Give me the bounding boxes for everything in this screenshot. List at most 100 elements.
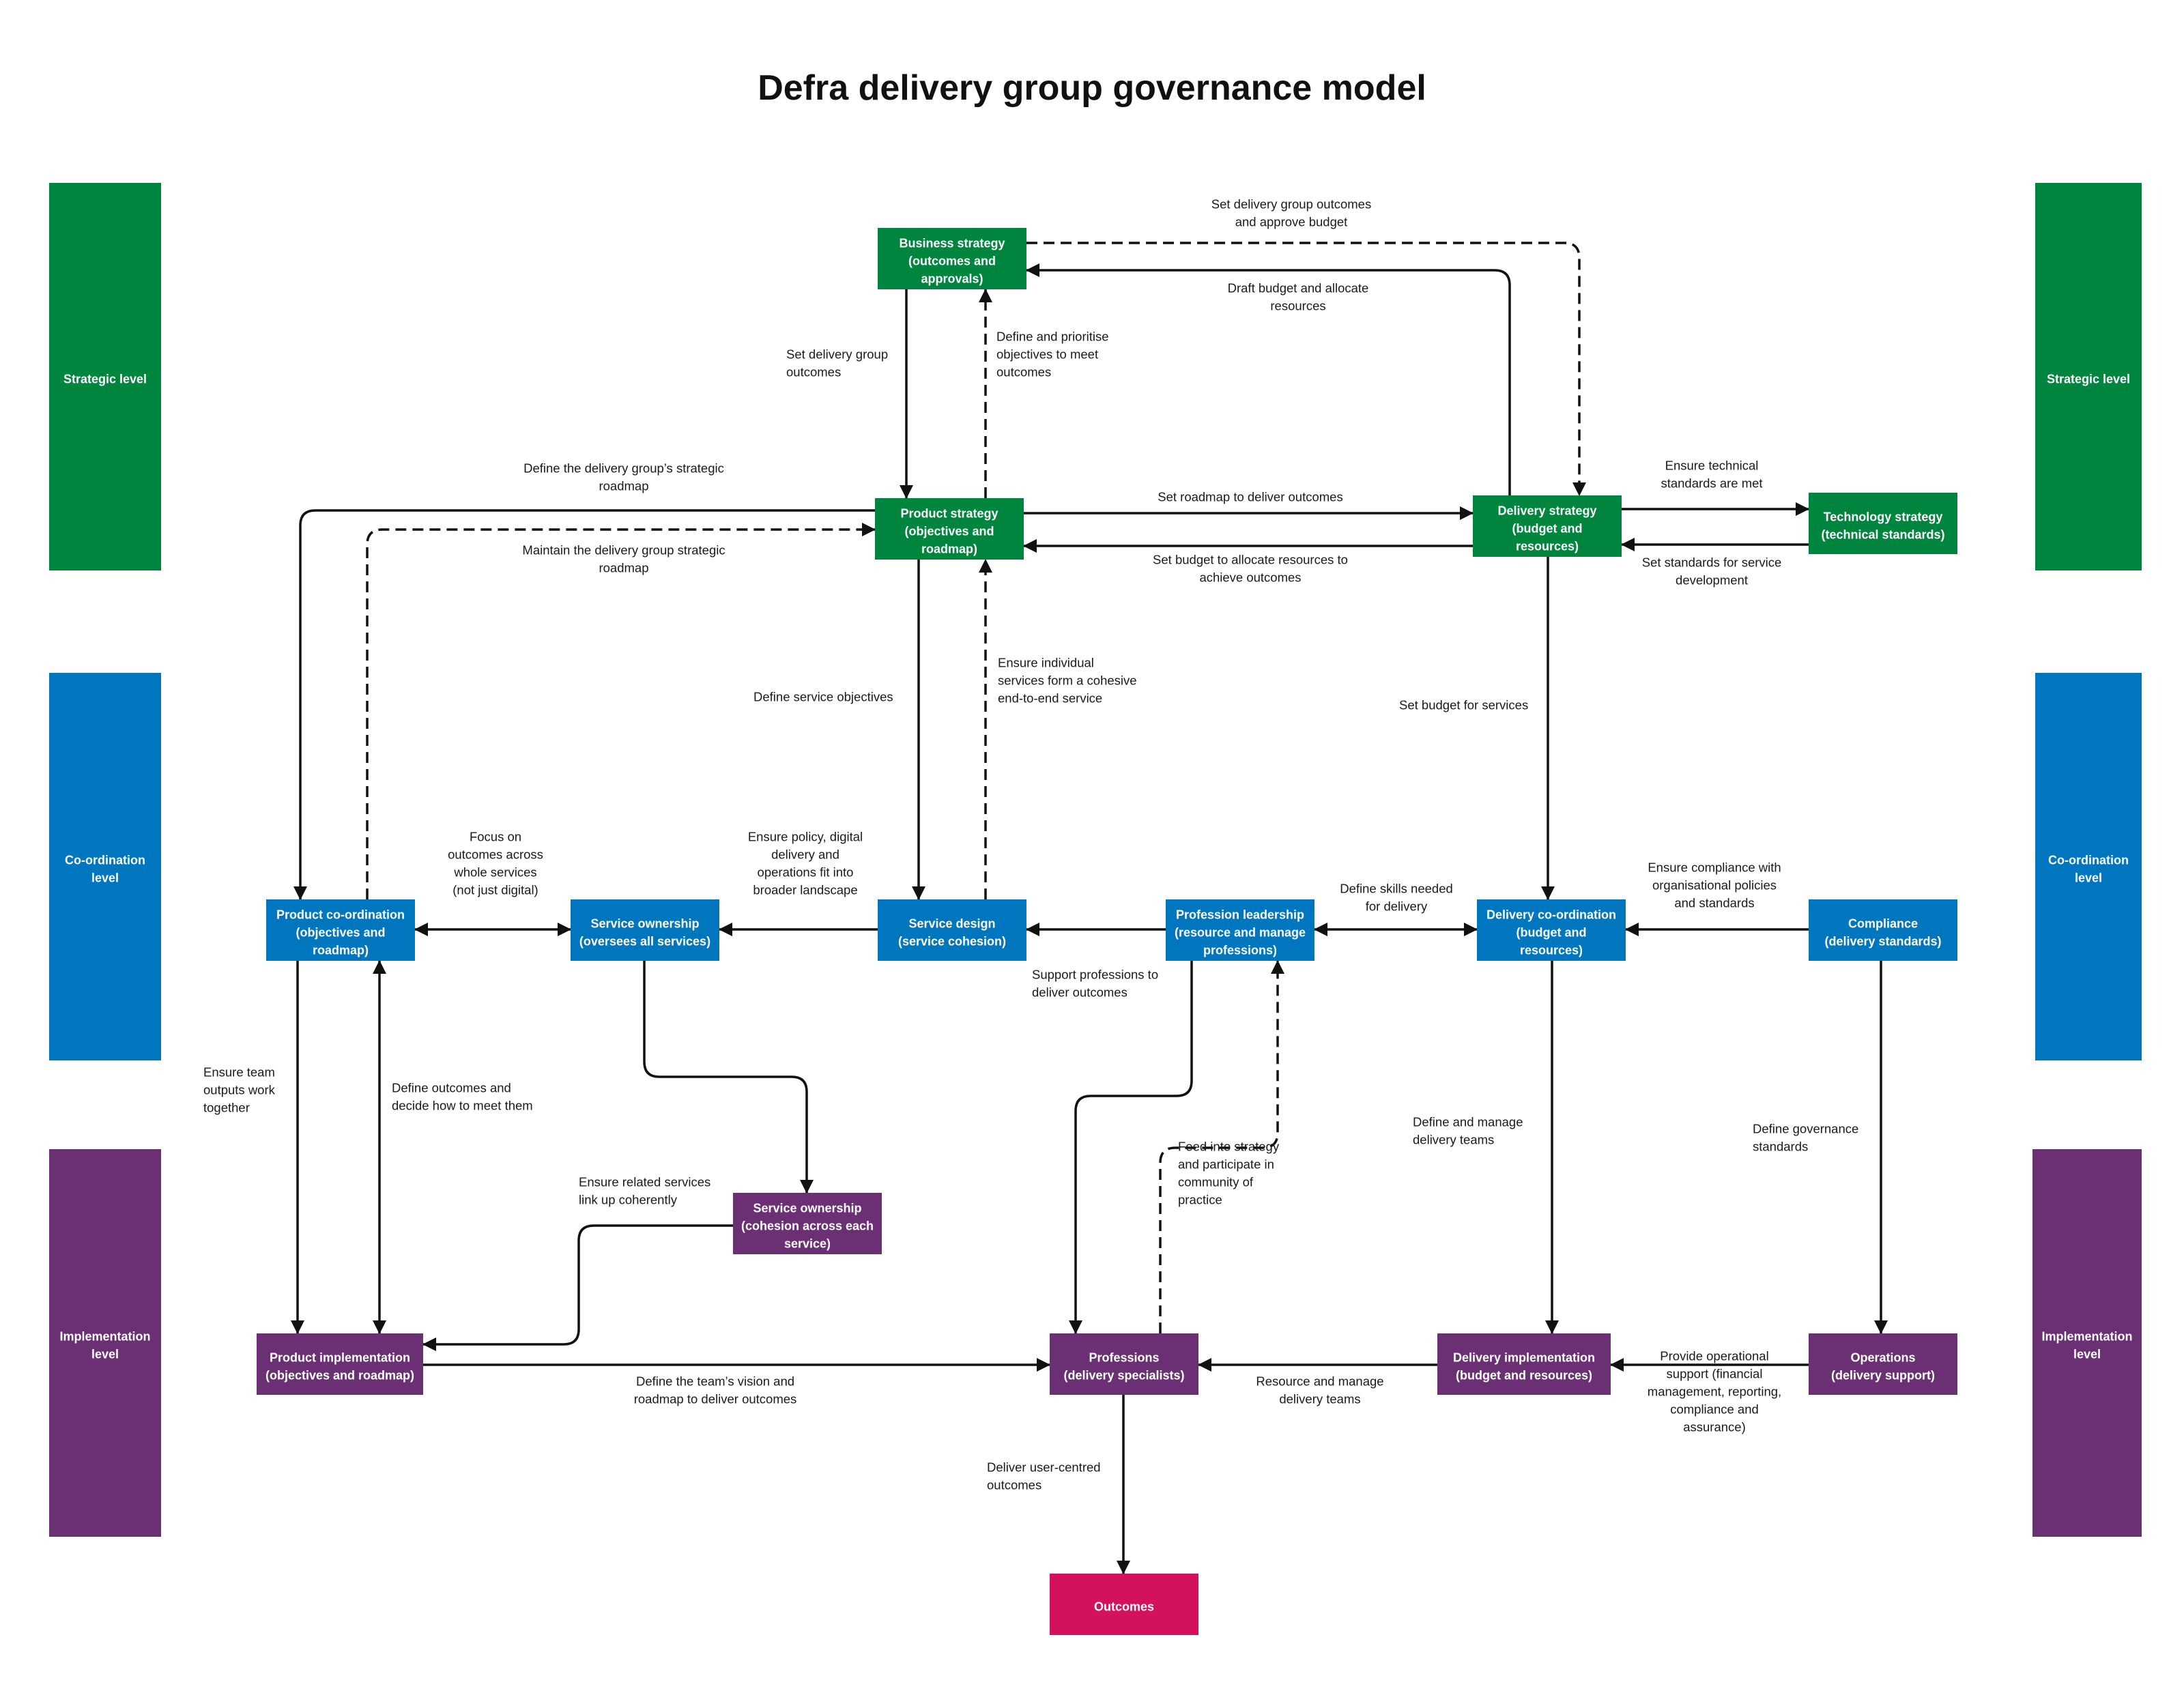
edge-label-line: Set delivery group outcomes [1211,197,1371,211]
edge-label-ensure-policy-fit: Ensure policy, digital delivery and operat… [748,829,863,897]
edge-label-line: delivery teams [1413,1132,1494,1146]
band-label-line: level [2075,871,2102,884]
edge-label-line: Support professions to [1032,967,1158,981]
connector-labels: Set delivery group outcomes and approve b… [203,197,1858,1492]
node-label-line: Service ownership [590,916,699,930]
node-label-line: Delivery co-ordination [1486,908,1616,921]
edge-ensure-related-services [422,1224,733,1351]
node-business-strategy-box [878,228,1026,289]
edge-label-line: operations fit into [758,865,854,879]
band-label-line: Co-ordination [65,853,145,867]
node-label-line: Delivery implementation [1453,1350,1595,1364]
edge-label-line: and approve budget [1235,214,1348,229]
band-label-line: level [91,871,119,884]
edge-label-line: Define and manage [1413,1114,1523,1129]
node-label-line: (objectives and [296,925,385,939]
edge-label-line: Feed into strategy [1178,1139,1280,1153]
edge-label-line: Define governance [1753,1121,1858,1136]
node-compliance: Compliance (delivery standards) [1809,899,1957,961]
band-strategic-left: Strategic level [49,183,161,570]
edge-feed-into-strategy [1159,960,1284,1333]
edge-label-line: Resource and manage [1256,1374,1383,1388]
band-label-line: Strategic level [63,372,147,386]
edge-label-line: Set standards for service [1642,555,1782,569]
edge-label-line: roadmap [599,478,648,493]
node-label-line: resources) [1516,539,1579,553]
edge-label-resource-manage-teams: Resource and manage delivery teams [1256,1374,1383,1406]
edge-label-line: development [1676,573,1748,587]
node-product-implementation: Product implementation (objectives and ro… [257,1333,423,1395]
band-label-line: Implementation [59,1329,150,1343]
edge-label-line: Define service objectives [753,689,893,704]
edge-label-line: Draft budget and allocate [1228,280,1369,295]
node-product-strategy-box [875,498,1024,560]
node-label-line: (budget and [1512,521,1583,535]
edge-label-line: Define outcomes and [392,1080,511,1095]
edge-label-line: delivery and [771,847,839,861]
node-outcomes: Outcomes [1050,1574,1198,1635]
band-coordination-right-fill [2035,673,2142,1060]
node-label-line: service) [784,1237,831,1250]
nodes: Business strategy(outcomes andapprovals)… [257,228,1957,1635]
node-label-line: Delivery strategy [1497,504,1596,517]
edge-label-line: outcomes [786,364,841,379]
edge-define-strategic-roadmap [293,509,875,900]
node-label-line: professions) [1203,943,1277,957]
node-label-line: Professions [1089,1350,1159,1364]
node-technology-strategy: Technology strategy(technical standards) [1809,493,1957,554]
band-implementation-left: Implementation level [49,1149,161,1537]
edge-label-line: support (financial [1667,1366,1763,1380]
node-label-line: Product implementation [270,1350,410,1364]
edge-label-line: end-to-end service [998,691,1102,705]
edge-label-line: for delivery [1366,899,1428,913]
node-label-line: (cohesion across each [741,1219,874,1232]
node-service-ownership-each: Service ownership (cohesion across each se… [733,1193,882,1254]
edge-label-line: Focus on [470,829,521,843]
edge-label-line: roadmap to deliver outcomes [634,1391,797,1406]
node-label-line: (delivery support) [1831,1368,1935,1382]
node-delivery-implementation-box [1437,1333,1611,1395]
node-label-line: Outcomes [1094,1600,1154,1613]
band-label-line: level [91,1347,119,1361]
edge-label-line: Provide operational [1660,1348,1768,1363]
edge-label-line: whole services [453,865,536,879]
node-label-line: (service cohesion) [898,934,1006,948]
edge-label-line: (not just digital) [452,882,538,897]
band-implementation-left-fill [49,1149,161,1537]
node-delivery-strategy: Delivery strategy (budget and resources) [1473,495,1622,557]
node-label-line: Service ownership [753,1201,861,1215]
node-service-ownership-all-box [571,899,719,961]
node-delivery-coordination-box [1477,899,1626,961]
node-label-line: (technical standards) [1821,527,1944,541]
node-outcomes-box [1050,1574,1198,1635]
edge-label-line: Ensure policy, digital [748,829,863,843]
edge-label-set-budget-allocate: Set budget to allocate resources toachie… [1153,552,1348,584]
node-label-line: (oversees all services) [579,934,710,948]
node-label-line: (objectives and roadmap) [265,1368,414,1382]
edge-support-professions [1069,961,1193,1334]
node-label-line: Product co-ordination [276,908,405,921]
node-delivery-coordination: Delivery co-ordination(budget andresourc… [1477,899,1626,961]
edge-label-line: and standards [1674,895,1754,910]
edge-label-line: Set budget for services [1399,697,1528,712]
edge-label-line: Set delivery group [786,347,888,361]
edge-label-line: delivery teams [1279,1391,1360,1406]
edge-label-line: Define the team’s vision and [636,1374,794,1388]
edge-label-line: standards [1753,1139,1808,1153]
edge-label-line: Ensure individual [998,655,1094,669]
edge-label-define-strategic-roadmap: Define the delivery group’s strategicroa… [523,461,724,493]
node-label-line: (delivery standards) [1824,934,1941,948]
node-service-ownership-each-box [733,1193,882,1254]
node-label-line: Compliance [1848,916,1918,930]
node-profession-leadership-box [1166,899,1314,961]
